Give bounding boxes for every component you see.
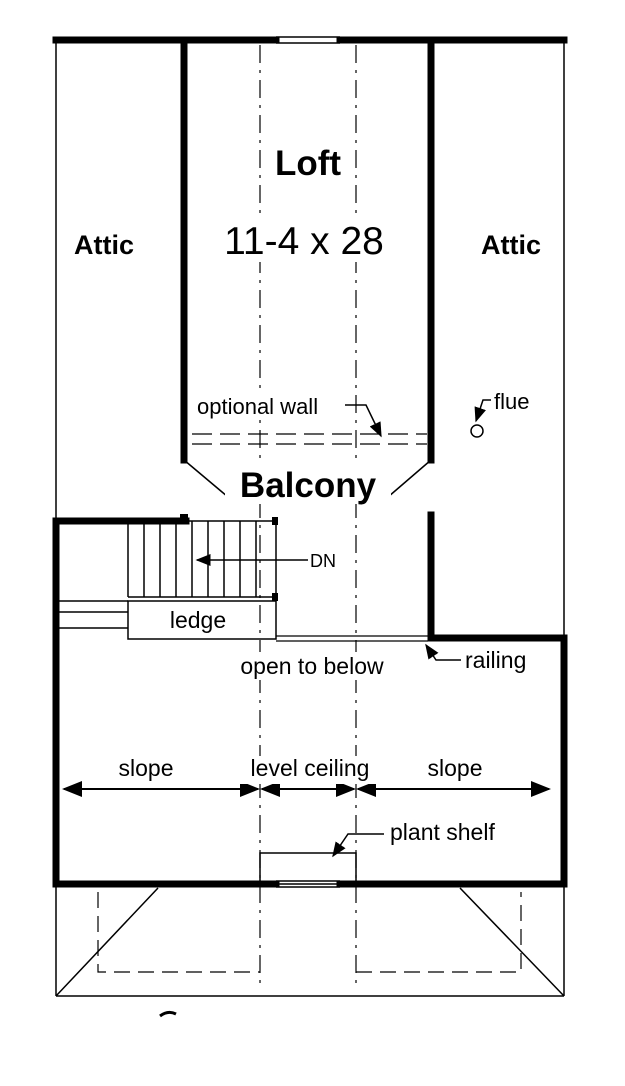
- slope-right-label: slope: [428, 755, 483, 781]
- flue-icon: [470, 424, 484, 438]
- plant-shelf-label: plant shelf: [390, 819, 495, 845]
- attic-right-label: Attic: [481, 230, 541, 260]
- loft-name: Loft: [275, 144, 341, 183]
- railing: [276, 635, 428, 642]
- stairs: [127, 520, 277, 598]
- attic-left-label: Attic: [74, 230, 134, 260]
- balcony-walls: [183, 459, 432, 498]
- step-arc: [159, 1010, 177, 1018]
- porch-roof: [55, 887, 565, 997]
- ledge: [56, 600, 277, 640]
- plant-shelf: [259, 852, 357, 885]
- balcony-label: Balcony: [240, 466, 377, 505]
- open-to-below-label: open to below: [240, 653, 384, 679]
- flue-label: flue: [494, 389, 529, 414]
- slope-left-label: slope: [119, 755, 174, 781]
- optional-wall: [192, 433, 427, 445]
- loft-size: 11-4 x 28: [224, 220, 384, 263]
- ledge-label: ledge: [170, 607, 226, 633]
- porch-dashed: [97, 892, 522, 973]
- leaders: [195, 399, 491, 858]
- railing-label: railing: [465, 647, 526, 673]
- center-lines: [259, 45, 357, 990]
- dn-label: DN: [310, 551, 336, 571]
- windows: [276, 36, 340, 888]
- optional-wall-label: optional wall: [197, 394, 318, 419]
- stair-post: [180, 514, 188, 524]
- level-ceiling-label: level ceiling: [251, 755, 370, 781]
